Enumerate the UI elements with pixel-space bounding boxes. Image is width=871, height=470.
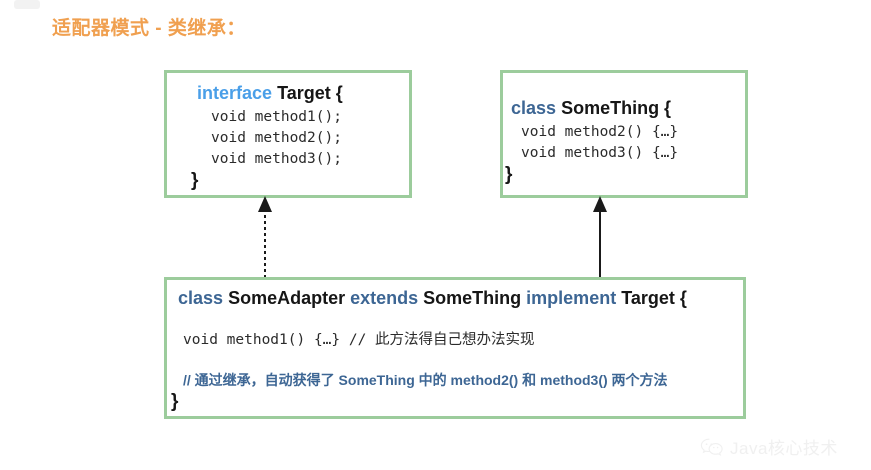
inheritance-solid-arrow-icon	[593, 196, 607, 278]
something-method-3: void method3() {…}	[521, 145, 679, 161]
keyword-class: class	[178, 288, 224, 308]
realization-dotted-arrow-icon	[258, 196, 272, 278]
something-closing-brace: }	[505, 164, 513, 185]
someadapter-closing-brace: }	[171, 391, 179, 412]
keyword-extends: extends	[350, 288, 419, 308]
interface-target-header: interface Target {	[197, 83, 343, 104]
someadapter-class-name: SomeAdapter	[228, 288, 346, 308]
background-artifact	[14, 0, 40, 9]
someadapter-method-line: void method1() {…} // 此方法得自己想办法实现	[183, 332, 535, 348]
someadapter-comment-line: // 通过继承，自动获得了 SomeThing 中的 method2() 和 m…	[183, 372, 668, 388]
keyword-implement: implement	[526, 288, 617, 308]
target-method-3: void method3();	[211, 151, 342, 167]
keyword-class: class	[511, 98, 557, 118]
someadapter-interface-name: Target	[621, 288, 675, 308]
target-method-1: void method1();	[211, 109, 342, 125]
class-something-header: class SomeThing {	[511, 98, 671, 119]
target-closing-brace: }	[191, 170, 199, 191]
someadapter-open-brace: {	[679, 288, 687, 308]
class-something-box: class SomeThing { void method2() {…} voi…	[500, 70, 748, 198]
interface-target-box: interface Target { void method1(); void …	[164, 70, 412, 198]
someadapter-header: class SomeAdapter extends SomeThing impl…	[178, 288, 687, 309]
class-something-name: SomeThing {	[561, 98, 672, 118]
something-method-2: void method2() {…}	[521, 124, 679, 140]
someadapter-super-name: SomeThing	[423, 288, 522, 308]
keyword-interface: interface	[197, 83, 273, 103]
watermark: Java核心技术	[700, 434, 838, 459]
watermark-text: Java核心技术	[730, 439, 838, 458]
page-title: 适配器模式 - 类继承：	[52, 18, 246, 39]
target-method-2: void method2();	[211, 130, 342, 146]
class-someadapter-box: class SomeAdapter extends SomeThing impl…	[164, 277, 746, 419]
wechat-icon	[700, 438, 723, 456]
interface-target-name: Target {	[277, 83, 343, 103]
